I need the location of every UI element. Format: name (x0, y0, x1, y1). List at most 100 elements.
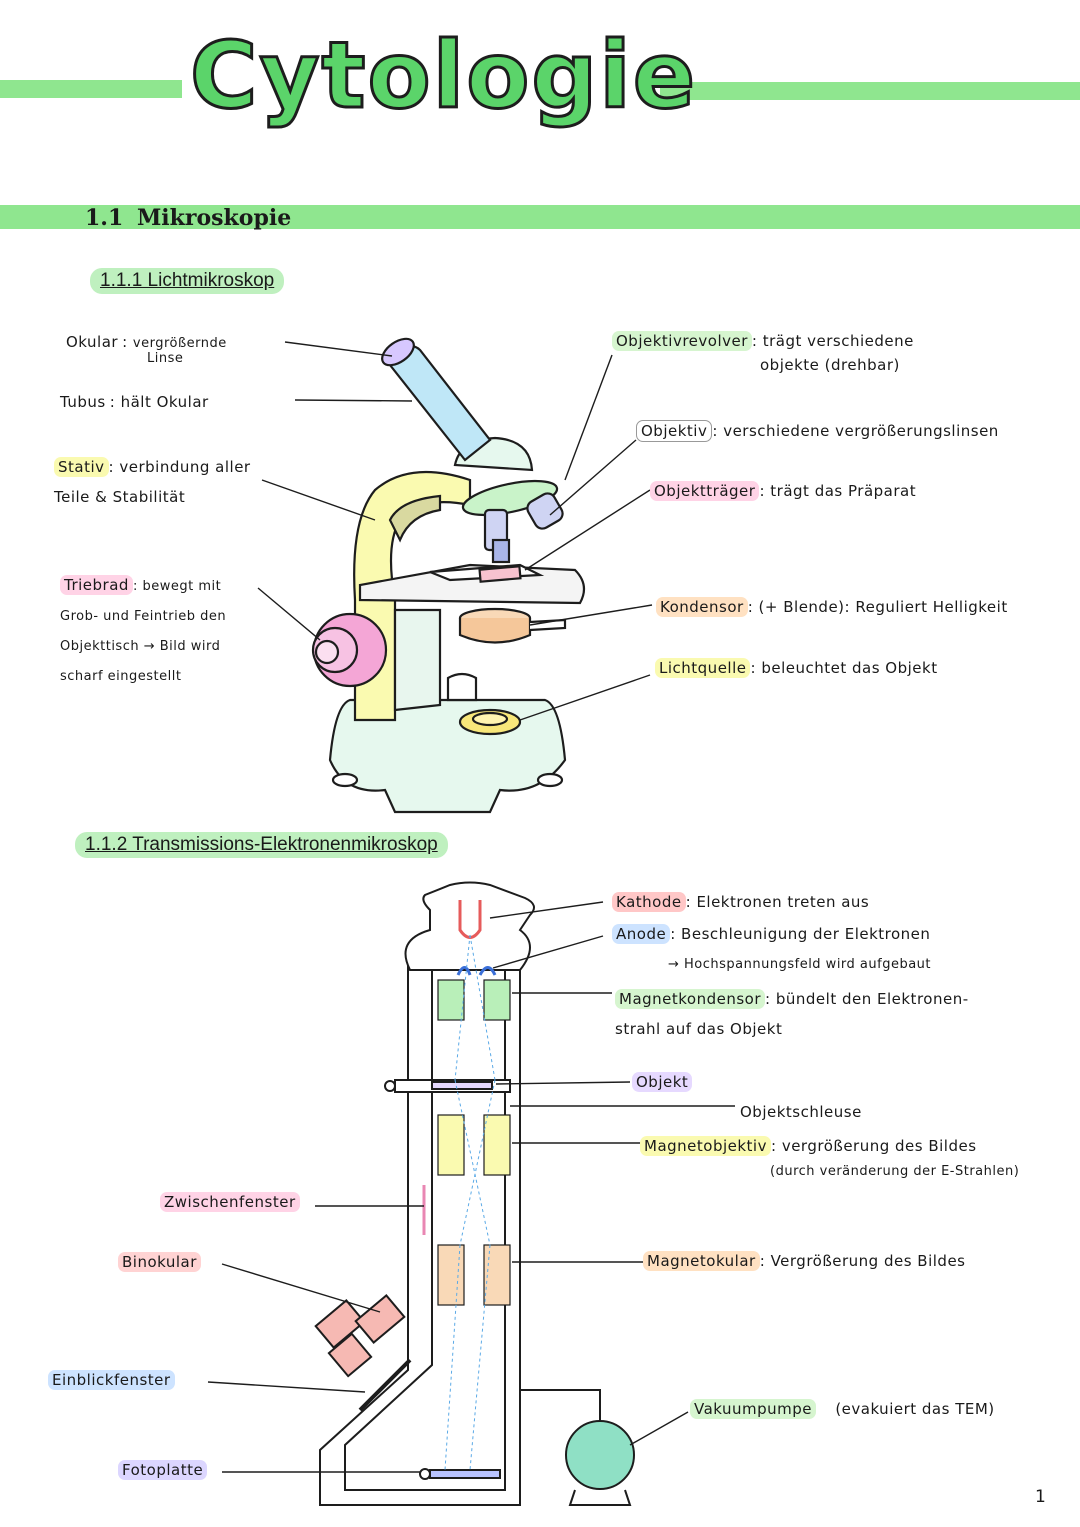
label-einblickfenster: Einblickfenster (48, 1370, 175, 1390)
label-vakuumpumpe-term: Vakuumpumpe (690, 1399, 817, 1419)
label-tubus-term: Tubus (60, 393, 106, 411)
label-objektschleuse: Objektschleuse (740, 1103, 862, 1121)
label-objektivrevolver-desc: trägt verschiedene (762, 332, 914, 350)
objective-coil-right (483, 1114, 511, 1176)
label-binokular: Binokular (118, 1252, 201, 1272)
label-magnetobjektiv: Magnetobjektiv: vergrößerung des Bildes … (640, 1133, 1019, 1185)
light-microscope-drawing (311, 337, 586, 814)
microscope-foot-left (331, 772, 359, 788)
label-objekt: Objekt (632, 1072, 693, 1092)
label-magnetokular-term: Magnetokular (643, 1251, 760, 1271)
label-magnetkondensor: Magnetkondensor: bündelt den Elektronen-… (615, 984, 969, 1044)
stand-groove (388, 494, 442, 543)
label-objektiv: Objektiv: verschiedene vergrößerungslins… (636, 420, 999, 442)
tem-column-outer (319, 965, 601, 1506)
label-triebrad-desc4: scharf eingestellt (60, 669, 182, 684)
label-fotoplatte: Fotoplatte (118, 1460, 208, 1480)
label-kathode-term: Kathode (612, 892, 686, 912)
section-bar (0, 205, 1080, 229)
label-kathode-desc: Elektronen treten aus (696, 893, 870, 911)
objective-coil-left (437, 1114, 465, 1176)
label-hochspannung: → Hochspannungsfeld wird aufgebaut (668, 957, 932, 972)
photo-plate (429, 1469, 501, 1479)
revolver-disc (461, 479, 559, 517)
label-stativ-desc2: Teile & Stabilität (54, 488, 186, 506)
objective-3 (526, 492, 564, 530)
light-leader-lines (257, 341, 653, 721)
object-holder (431, 1081, 493, 1090)
label-magnetokular: Magnetokular: Vergrößerung des Bildes (643, 1251, 966, 1271)
label-kondensor: Kondensor: (+ Blende): Reguliert Helligk… (656, 597, 1008, 617)
label-stativ: Stativ: verbindung aller Teile & Stabili… (54, 452, 251, 512)
label-objekttraeger: Objektträger: trägt das Präparat (650, 481, 917, 501)
binocular (314, 1294, 406, 1378)
label-okular-desc2: Linse (147, 351, 184, 366)
condenser-lever (529, 618, 567, 632)
tube (388, 344, 492, 462)
electron-beam (444, 934, 496, 1471)
condenser-coil-right (483, 979, 511, 1021)
stand-column (393, 608, 442, 712)
focus-knob-inner (314, 639, 340, 665)
page-title: Cytologie (188, 22, 698, 129)
label-anode: Anode: Beschleunigung der Elektronen (612, 924, 931, 944)
label-kondensor-term: Kondensor (656, 597, 748, 617)
label-objektiv-term: Objektiv (636, 420, 713, 442)
label-magnetobjektiv-desc: vergrößerung des Bildes (781, 1137, 977, 1155)
label-magnetobjektiv-term: Magnetobjektiv (640, 1136, 771, 1156)
label-lichtquelle-term: Lichtquelle (655, 658, 751, 678)
label-objektivrevolver-term: Objektivrevolver (612, 331, 752, 351)
label-anode-desc: Beschleunigung der Elektronen (681, 925, 931, 943)
label-tubus-desc: hält Okular (120, 393, 209, 411)
label-stativ-desc: verbindung aller (119, 458, 251, 476)
label-objektivrevolver: Objektivrevolver: trägt verschiedene obj… (612, 331, 914, 374)
label-triebrad-desc3: Objekttisch → Bild wird (60, 639, 221, 654)
label-objektiv-desc: verschiedene vergrößerungslinsen (723, 422, 999, 440)
tem-coils (437, 979, 511, 1306)
subheading-tem: 1.1.2 Transmissions-Elektronenmikroskop (75, 832, 448, 858)
section-number: 1.1 (85, 205, 124, 231)
label-objekttraeger-desc: trägt das Präparat (770, 482, 917, 500)
label-zwischenfenster: Zwischenfenster (160, 1192, 300, 1212)
vacuum-pump (565, 1420, 635, 1490)
label-objekt-term: Objekt (632, 1072, 693, 1092)
label-objekttraeger-term: Objektträger (650, 481, 760, 501)
label-vakuumpumpe: Vakuumpumpe (evakuiert das TEM) (690, 1399, 995, 1419)
objective-2 (491, 538, 511, 564)
object-lock-knob (384, 1080, 396, 1092)
label-okular-term: Okular (66, 333, 119, 351)
label-magnetobjektiv-desc2: (durch veränderung der E-Strahlen) (770, 1164, 1020, 1179)
label-triebrad-desc2: Grob- und Feintrieb den (60, 609, 227, 624)
photo-plate-knob (419, 1468, 431, 1480)
title-bar-left (0, 80, 182, 98)
page-number: 1 (1035, 1487, 1047, 1507)
title-bar-right (660, 82, 1080, 100)
label-okular-desc: vergrößernde (132, 336, 227, 351)
label-kondensor-desc: (+ Blende): Reguliert Helligkeit (758, 598, 1008, 616)
label-tubus: Tubus: hält Okular (56, 393, 209, 411)
label-magnetkondensor-desc2: strahl auf das Objekt (615, 1020, 783, 1038)
tem-top (404, 881, 535, 971)
label-vakuumpumpe-desc: (evakuiert das TEM) (835, 1400, 995, 1418)
label-okular: Okular: vergrößernde Linse (62, 333, 227, 366)
label-objektivrevolver-desc2: objekte (drehbar) (760, 356, 900, 374)
label-magnetkondensor-term: Magnetkondensor (615, 989, 766, 1009)
condenser-body (458, 618, 532, 644)
anode (456, 966, 497, 976)
label-lichtquelle-desc: beleuchtet das Objekt (761, 659, 938, 677)
label-lichtquelle: Lichtquelle: beleuchtet das Objekt (655, 658, 938, 678)
vacuum-pump-base (568, 1489, 632, 1506)
subheading-light: 1.1.1 Lichtmikroskop (90, 268, 285, 294)
tem-drawing (314, 881, 635, 1506)
tem-leader-lines (207, 901, 735, 1473)
ocular-coil-right (483, 1244, 511, 1306)
label-magnetokular-desc: Vergrößerung des Bildes (770, 1252, 966, 1270)
light-switch (446, 672, 478, 702)
label-kathode: Kathode: Elektronen treten aus (612, 892, 870, 912)
label-magnetkondensor-desc: bündelt den Elektronen- (775, 990, 969, 1008)
slide (478, 565, 522, 583)
label-stativ-term: Stativ (54, 457, 109, 477)
label-triebrad-desc: bewegt mit (142, 579, 222, 594)
viewing-window (358, 1358, 412, 1412)
